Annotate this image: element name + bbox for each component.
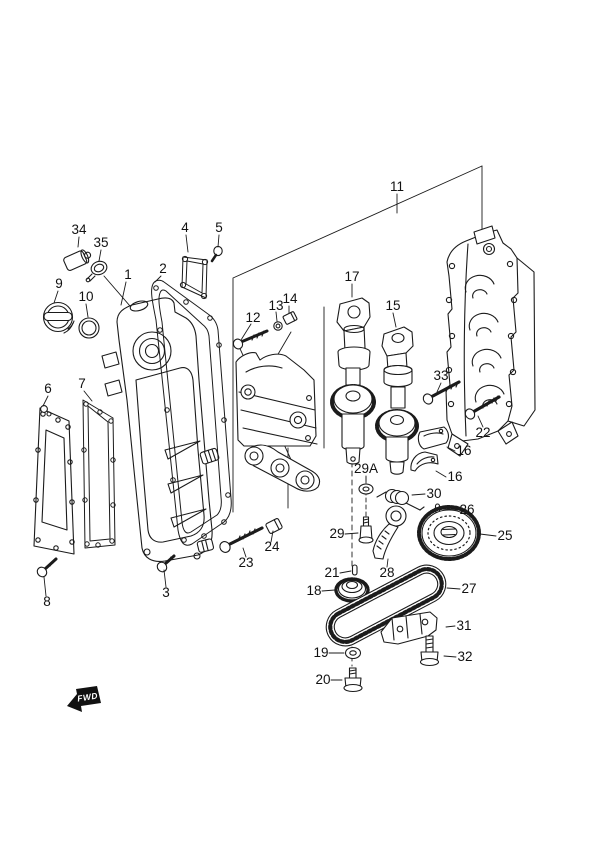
bolt-32 bbox=[419, 635, 440, 667]
fwd-arrow-icon bbox=[67, 686, 101, 712]
bolt-22 bbox=[464, 395, 501, 420]
callout-8: 8 bbox=[43, 594, 51, 609]
clamp bbox=[85, 260, 108, 283]
callout-29: 29 bbox=[329, 526, 344, 541]
leader-lines bbox=[42, 193, 497, 681]
washer-29a bbox=[358, 476, 374, 521]
drive-gear-25 bbox=[417, 505, 481, 561]
callout-21: 21 bbox=[324, 565, 339, 580]
callout-5: 5 bbox=[215, 220, 223, 235]
callout-28: 28 bbox=[379, 565, 394, 580]
plate-gasket-4 bbox=[179, 255, 209, 300]
callout-14: 14 bbox=[282, 291, 298, 306]
bolt-5 bbox=[210, 245, 223, 263]
callout-19: 19 bbox=[313, 645, 328, 660]
callout-29a: 29A bbox=[354, 461, 378, 476]
chain-tensioner-28 bbox=[372, 505, 407, 560]
spring-30 bbox=[376, 488, 425, 511]
bearing-shell-upper bbox=[417, 426, 449, 450]
collar-14 bbox=[282, 311, 298, 325]
callout-16a: 16 bbox=[456, 443, 471, 458]
camshaft-15 bbox=[375, 326, 419, 475]
bolt-20 bbox=[343, 667, 363, 693]
bolt-23 bbox=[219, 526, 264, 553]
callout-27: 27 bbox=[461, 581, 476, 596]
callout-18: 18 bbox=[306, 583, 321, 598]
callout-13: 13 bbox=[268, 298, 283, 313]
crankcase-bearing-caps bbox=[235, 352, 321, 492]
callout-25: 25 bbox=[497, 528, 512, 543]
callout-10: 10 bbox=[78, 289, 93, 304]
callout-15: 15 bbox=[385, 298, 400, 313]
bearing-shell-lower bbox=[410, 451, 439, 472]
washer-19 bbox=[344, 646, 362, 660]
callouts: 34 35 9 10 1 2 4 5 6 7 8 3 23 24 12 13 1… bbox=[43, 179, 512, 687]
callout-20: 20 bbox=[315, 672, 330, 687]
callout-33: 33 bbox=[433, 368, 448, 383]
callout-32: 32 bbox=[457, 649, 472, 664]
bolt-3 bbox=[156, 554, 176, 573]
callout-16b: 16 bbox=[447, 469, 462, 484]
callout-30: 30 bbox=[426, 486, 441, 501]
bolt-8 bbox=[36, 557, 58, 578]
o-ring bbox=[78, 317, 100, 339]
cylinder-block bbox=[445, 225, 536, 457]
bolt-29 bbox=[358, 516, 374, 544]
oil-pan-gasket bbox=[151, 279, 232, 546]
anode bbox=[63, 249, 92, 271]
bolt-12 bbox=[232, 329, 269, 350]
fwd-label: FWD bbox=[76, 690, 98, 703]
callout-24: 24 bbox=[264, 539, 280, 554]
bolt-33 bbox=[422, 380, 461, 405]
callout-26: 26 bbox=[459, 502, 474, 517]
pin-21 bbox=[351, 564, 358, 576]
chain-guide-31 bbox=[380, 611, 438, 645]
callout-11: 11 bbox=[390, 179, 404, 194]
callout-1: 1 bbox=[124, 267, 132, 282]
collar-24 bbox=[265, 518, 283, 534]
callout-31: 31 bbox=[456, 618, 471, 633]
camshaft-17 bbox=[330, 297, 376, 571]
oil-filler-cap bbox=[42, 301, 75, 334]
callout-35: 35 bbox=[93, 235, 108, 250]
timing-chain bbox=[325, 564, 447, 647]
callout-22: 22 bbox=[475, 425, 490, 440]
callout-4: 4 bbox=[181, 220, 189, 235]
callout-34: 34 bbox=[71, 222, 87, 237]
callout-12: 12 bbox=[245, 310, 260, 325]
callout-17: 17 bbox=[344, 269, 359, 284]
side-cover bbox=[33, 405, 75, 555]
oil-pan bbox=[101, 297, 220, 562]
callout-3: 3 bbox=[162, 585, 170, 600]
callout-7: 7 bbox=[78, 376, 86, 391]
callout-6: 6 bbox=[44, 381, 52, 396]
callout-23: 23 bbox=[238, 555, 253, 570]
washer-13 bbox=[273, 321, 283, 331]
callout-9: 9 bbox=[55, 276, 63, 291]
side-cover-gasket bbox=[81, 399, 116, 549]
callout-2: 2 bbox=[159, 261, 167, 276]
